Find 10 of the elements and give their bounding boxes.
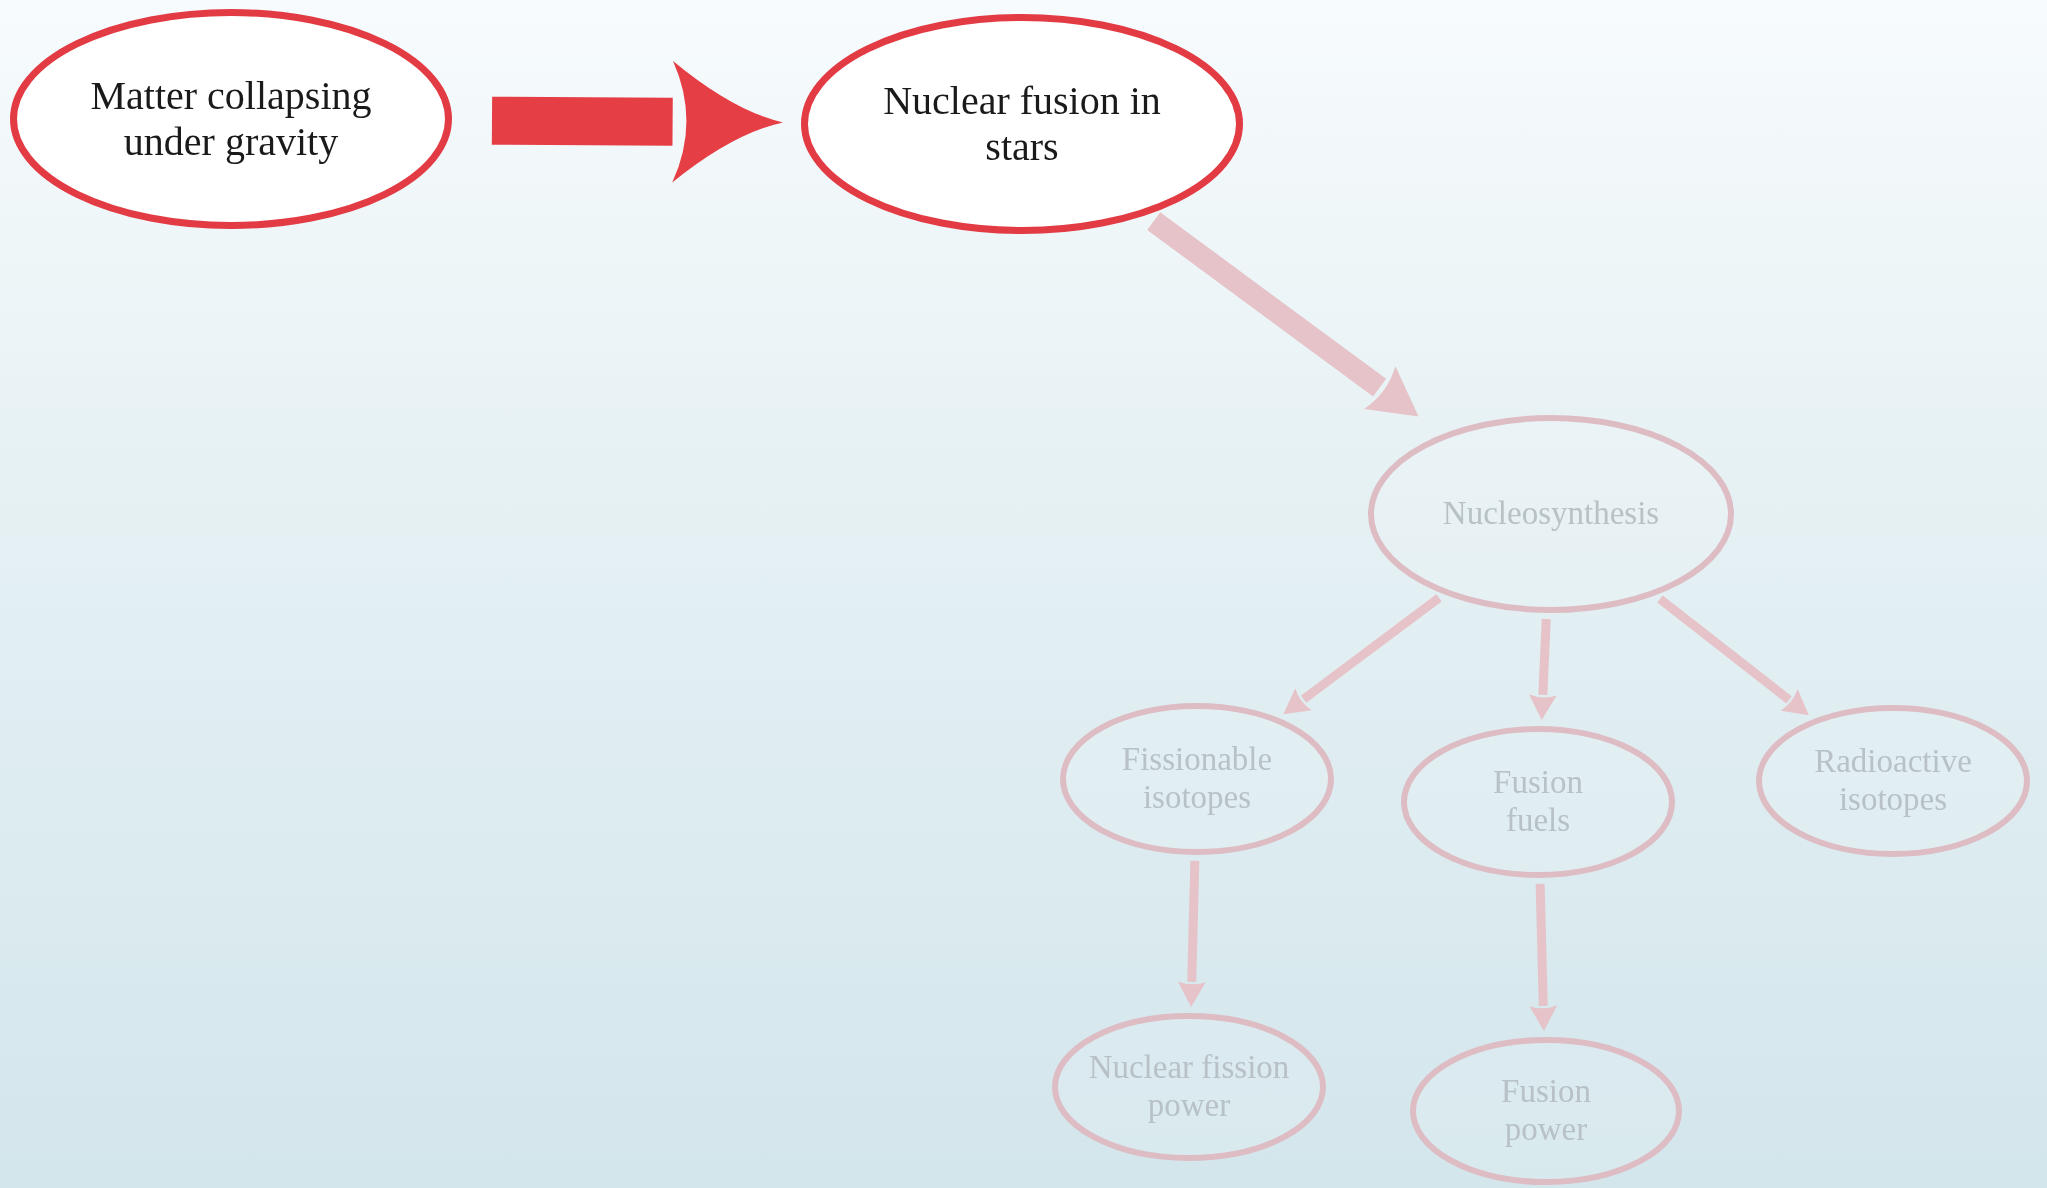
ellipse-node (1401, 726, 1675, 878)
node-label: Matter collapsing under gravity (89, 73, 373, 165)
ellipse-node (10, 9, 452, 229)
node-label: Nuclear fusion in stars (882, 78, 1162, 170)
ellipse-node (801, 14, 1243, 234)
ellipse-node (1052, 1013, 1326, 1161)
ellipse-node (1368, 415, 1734, 613)
ellipse-node (1060, 703, 1334, 855)
ellipse-node (1756, 705, 2030, 857)
ellipse-node (1410, 1037, 1682, 1185)
